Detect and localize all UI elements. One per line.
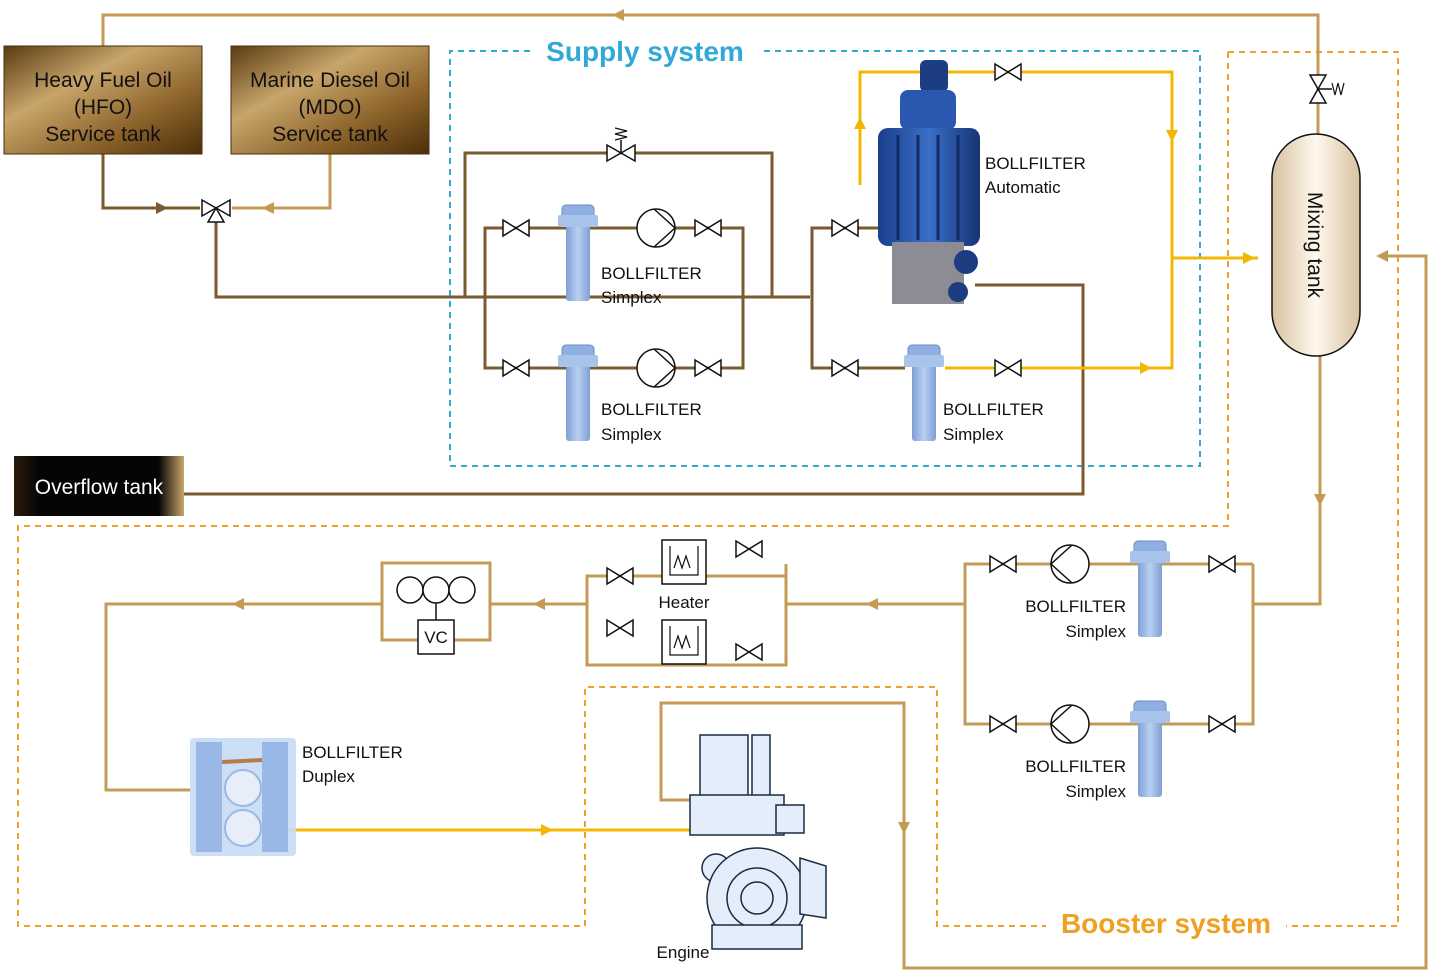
valve-icon: [831, 219, 859, 237]
valve-icon: [1208, 555, 1236, 573]
pipes-yellow: [240, 70, 1258, 832]
valve-icon: [735, 643, 763, 661]
hfo-service-tank: [3, 45, 203, 155]
duplex-filter-icon: [190, 738, 296, 856]
valve-icon: [694, 359, 722, 377]
heater-icon: [661, 539, 707, 585]
valve-icon: [694, 219, 722, 237]
valve-icon: [994, 63, 1022, 81]
valve-icon: [502, 359, 530, 377]
mixing-tank-label: Mixing tank: [1303, 192, 1326, 299]
booster-system-boundary-upper: [1228, 51, 1399, 927]
valve-icon: [994, 359, 1022, 377]
filter-icon: [557, 344, 599, 442]
valve-icon: [989, 715, 1017, 733]
supply-system-title: Supply system: [546, 36, 744, 67]
mixing-tank: [1271, 133, 1361, 357]
automatic-filter-brand: BOLLFILTER: [985, 154, 1086, 173]
booster-system-boundary-outer: [17, 52, 1229, 927]
filter-icon: [903, 344, 945, 442]
overflow-tank-label: Overflow tank: [35, 476, 164, 499]
supply-system-boundary: [449, 50, 1201, 467]
mdo-tank-label-line1: Marine Diesel Oil: [250, 69, 410, 92]
duplex-filter-type: Duplex: [302, 767, 355, 786]
booster-system-title: Booster system: [1061, 908, 1271, 939]
three-way-valve-icon: [201, 198, 231, 223]
hfo-tank-label-line1: Heavy Fuel Oil: [34, 69, 172, 92]
bypass-simplex-brand: BOLLFILTER: [943, 400, 1044, 419]
bypass-simplex-type: Simplex: [943, 425, 1004, 444]
valve-icon: [606, 619, 634, 637]
filter-icon: [557, 204, 599, 302]
pump-icon: [1050, 704, 1090, 744]
filter-icon: [1129, 540, 1171, 638]
vc-label: VC: [424, 628, 448, 647]
valve-icon: [1208, 715, 1236, 733]
mdo-tank-label-line3: Service tank: [272, 123, 388, 146]
heater-label: Heater: [658, 593, 709, 612]
heater-icon: [661, 619, 707, 665]
booster-simplex-bottom-brand: BOLLFILTER: [1025, 757, 1126, 776]
supply-simplex-bottom-type: Simplex: [601, 425, 662, 444]
supply-simplex-top-brand: BOLLFILTER: [601, 264, 702, 283]
viscosity-controller: VC: [380, 561, 492, 655]
valve-icon: [606, 567, 634, 585]
valve-icon: [735, 540, 763, 558]
engine-icon: [689, 734, 827, 950]
engine-label: Engine: [657, 943, 710, 962]
pump-icon: [1050, 544, 1090, 584]
valve-icon: [502, 219, 530, 237]
relief-valve-icon: [1308, 74, 1345, 104]
valve-icon: [989, 555, 1017, 573]
relief-valve-icon: [606, 127, 636, 163]
duplex-filter-brand: BOLLFILTER: [302, 743, 403, 762]
booster-simplex-bottom-type: Simplex: [1066, 782, 1127, 801]
mdo-service-tank: [230, 45, 430, 155]
valve-icon: [831, 359, 859, 377]
booster-simplex-top-brand: BOLLFILTER: [1025, 597, 1126, 616]
mdo-tank-label-line2: (MDO): [299, 96, 362, 119]
automatic-filter-icon: [878, 60, 980, 304]
pump-icon: [636, 348, 676, 388]
supply-simplex-bottom-brand: BOLLFILTER: [601, 400, 702, 419]
hfo-tank-label-line3: Service tank: [45, 123, 161, 146]
overflow-tank: [14, 456, 184, 516]
hfo-tank-label-line2: (HFO): [74, 96, 132, 119]
pump-icon: [636, 208, 676, 248]
filter-icon: [1129, 700, 1171, 798]
flow-arrows: [156, 9, 1388, 836]
labels: BOLLFILTER Simplex BOLLFILTER Simplex BO…: [302, 154, 1126, 962]
automatic-filter-type: Automatic: [985, 178, 1061, 197]
supply-simplex-top-type: Simplex: [601, 288, 662, 307]
booster-simplex-top-type: Simplex: [1066, 622, 1127, 641]
